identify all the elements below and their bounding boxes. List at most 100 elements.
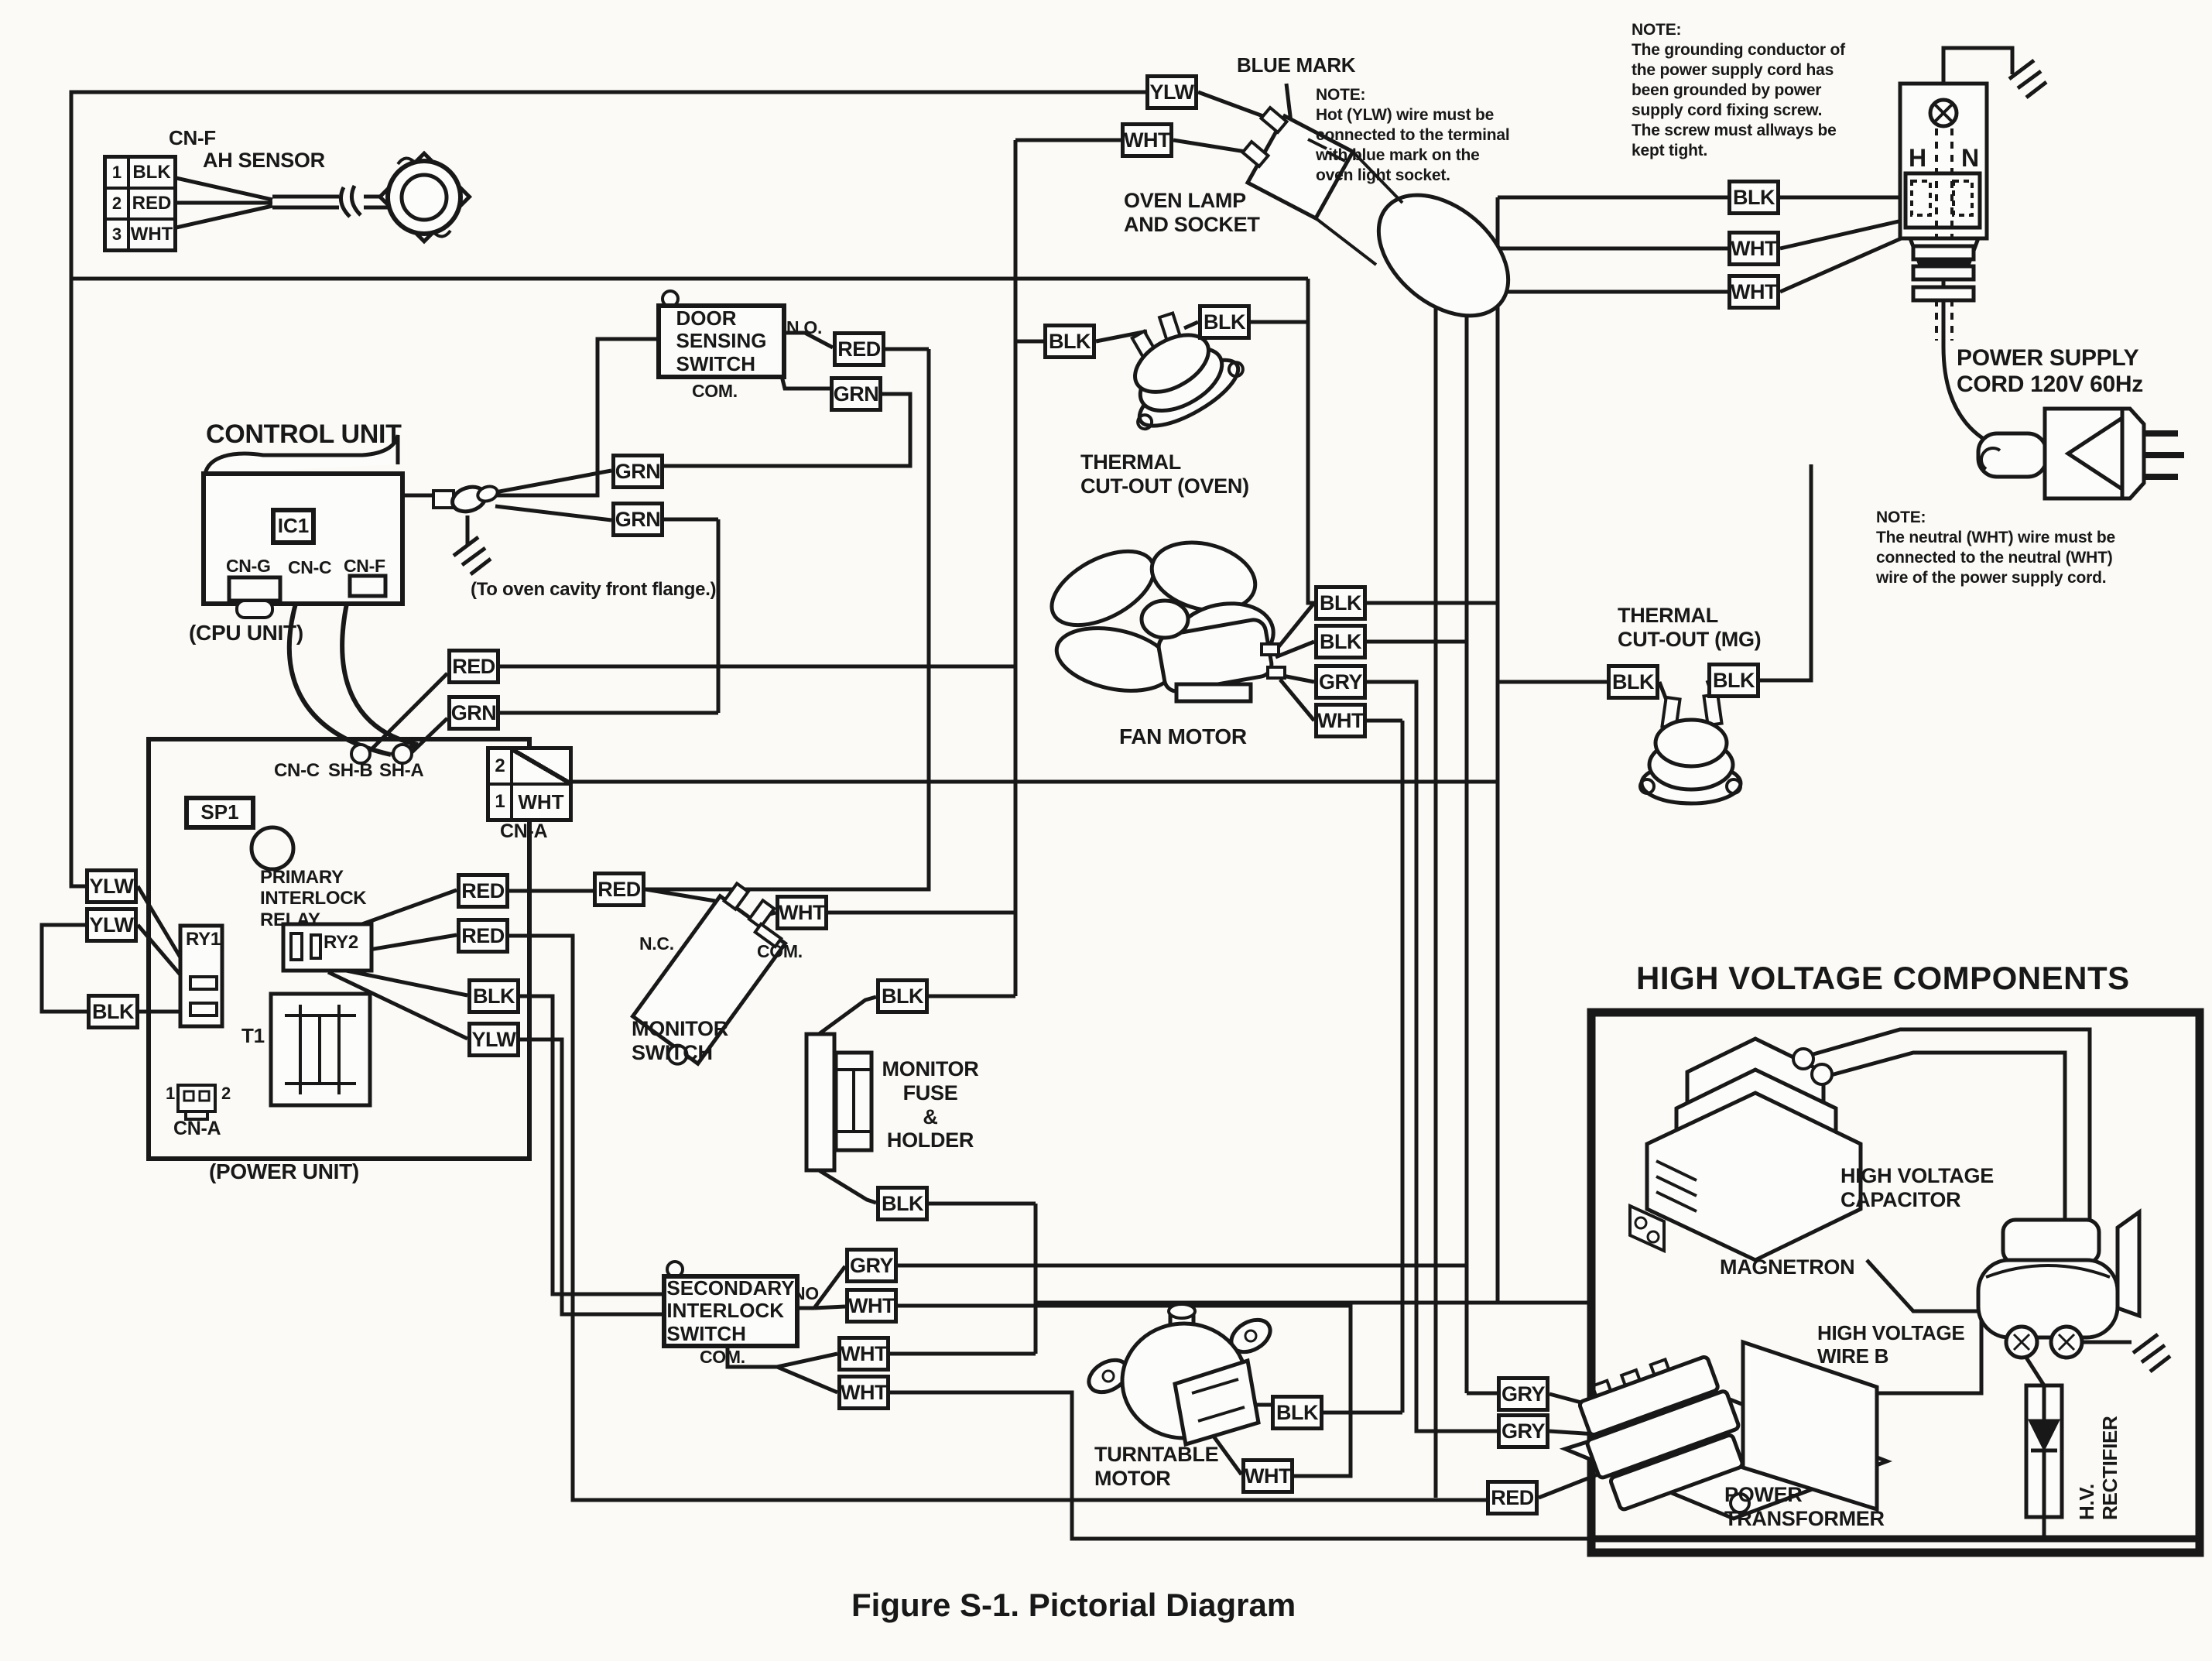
monitor-switch-label: MONITOR SWITCH [632,1017,728,1064]
wire-tag-ylw-20: YLW [85,907,138,943]
ah-sensor-label: AH SENSOR [203,149,325,172]
power-plug-graphic [1976,406,2184,501]
magnetron-graphic [1628,1036,1863,1262]
cn-f2-label: CN-F [344,556,385,576]
note-grounding: NOTE: The grounding conductor of the pow… [1632,21,1845,160]
ic1: IC1 [271,508,316,545]
wire-tag-blk-12: BLK [1198,304,1251,340]
control-unit-graphic [201,434,419,757]
hv-capacitor-label: HIGH VOLTAGE CAPACITOR [1840,1164,1994,1211]
note-neutral: NOTE: The neutral (WHT) wire must be con… [1876,509,2116,587]
cna-pin2-label: 2 [221,1084,231,1103]
wire-tag-red-9: RED [447,649,500,684]
wire-tag-red-22: RED [457,873,509,909]
wire-runs [39,46,2198,1543]
wire-tag-blk-2: BLK [1727,180,1780,215]
turntable-label: TURNTABLE MOTOR [1094,1443,1219,1490]
ry2-label: RY2 [324,932,358,953]
cnf-row-1: 1 BLK [107,159,173,187]
wire-tag-wht-3: WHT [1727,231,1780,266]
wire-tag-wht-35: WHT [1241,1458,1294,1494]
thermal-cutout-oven-graphic [1130,311,1245,431]
wire-tag-red-38: RED [1486,1480,1539,1515]
wire-tag-red-24: RED [457,918,509,954]
wire-tag-wht-33: WHT [837,1375,890,1410]
wire-tag-gry-37: GRY [1497,1413,1549,1449]
cnf-pin-1: 1 [107,159,130,187]
hv-wire-b-label: HIGH VOLTAGE WIRE B [1817,1321,1965,1368]
hv-capacitor-graphic [1976,1208,2142,1360]
connector-cn-f: 1 BLK 2 RED 3 WHT [103,155,177,252]
cnf-wire-1: BLK [132,162,171,183]
secondary-interlock-switch: SECONDARY INTERLOCK SWITCH [662,1274,800,1348]
ground-lug-graphic [432,485,499,514]
wire-tag-blk-21: BLK [87,994,139,1029]
wire-tag-wht-4: WHT [1727,274,1780,310]
sh-b-label: SH-B [328,760,373,781]
turntable-motor-graphic [1087,1303,1272,1447]
monitor-com-label: COM. [757,941,803,961]
outlet-neutral-label: N [1961,144,1979,172]
monitor-fuse-graphic [804,995,877,1205]
fan-motor-label: FAN MOTOR [1119,724,1247,748]
ah-sensor-graphic [377,150,473,245]
cnf-wire-2: RED [132,193,172,214]
cpu-unit-label: (CPU UNIT) [189,621,303,645]
cna-pin-1: 1 [490,786,513,818]
cna-row-1: 2 [490,750,569,783]
door-com-label: COM. [692,381,738,401]
wire-tag-wht-32: WHT [837,1336,890,1372]
flange-label: (To oven cavity front flange.) [471,579,717,600]
wire-tag-ylw-19: YLW [85,868,138,904]
wire-tag-gry-36: GRY [1497,1376,1549,1412]
note-oven-light: NOTE: Hot (YLW) wire must be connected t… [1316,86,1510,185]
wire-tag-blk-13: BLK [1314,585,1367,621]
cn-a-cpu-label: CN-A [500,820,548,842]
monitor-nc-label: N.C. [639,933,674,954]
cn-g-label: CN-G [226,556,271,576]
cnf-row-2: 2 RED [107,187,173,217]
monitor-fuse-label: MONITOR FUSE & HOLDER [882,1057,979,1152]
t1-label: T1 [241,1024,265,1047]
control-unit-title: CONTROL UNIT [206,420,402,449]
cna-empty-cell [513,750,569,783]
cn-c-pcb-label: CN-C [274,760,320,781]
power-unit-label: (POWER UNIT) [209,1159,359,1183]
wire-tag-blk-29: BLK [876,1186,929,1221]
wire-tag-red-23: RED [593,872,645,907]
door-sensing-switch: DOOR SENSING SWITCH [656,303,786,379]
connector-cn-a-cpu: 2 1 WHT [486,746,573,822]
hv-box-graphic [1587,1008,2204,1557]
wire-tag-grn-7: GRN [611,454,664,489]
wire-tag-gry-15: GRY [1314,664,1367,700]
hv-rectifier-graphic [2024,1383,2064,1519]
thermal-cutout-mg-graphic [1638,692,1743,806]
cna-pin1-label: 1 [166,1084,175,1103]
cnf-row-3: 3 WHT [107,217,173,248]
oven-lamp-label: OVEN LAMP AND SOCKET [1124,189,1260,236]
cn-a-power-label: CN-A [173,1118,221,1139]
wire-tag-ylw-26: YLW [467,1022,520,1057]
tco-oven-label: THERMAL CUT-OUT (OVEN) [1080,450,1249,498]
wire-tag-wht-27: WHT [776,895,828,930]
wire-tag-red-5: RED [833,331,885,367]
power-transformer-label: POWER TRANSFORMER [1724,1483,1885,1530]
sh-a-label: SH-A [379,760,424,781]
cn-c-label: CN-C [288,557,332,577]
tco-mg-label: THERMAL CUT-OUT (MG) [1618,604,1762,651]
cna-wire-1: WHT [518,789,564,813]
hv-section-title: HIGH VOLTAGE COMPONENTS [1636,960,2130,996]
fan-motor-graphic [1050,540,1286,704]
magnetron-label: MAGNETRON [1720,1255,1855,1279]
wall-outlet-graphic [1898,81,1989,341]
wire-tag-blk-25: BLK [467,978,520,1014]
cn-f-title: CN-F [169,126,216,149]
cnf-pin-2: 2 [107,190,130,217]
outlet-hot-label: H [1909,144,1926,172]
ground-symbols [452,59,2172,1373]
wire-tag-gry-30: GRY [845,1248,898,1283]
wire-tag-blk-34: BLK [1271,1395,1323,1430]
wire-tag-blk-28: BLK [876,978,929,1014]
